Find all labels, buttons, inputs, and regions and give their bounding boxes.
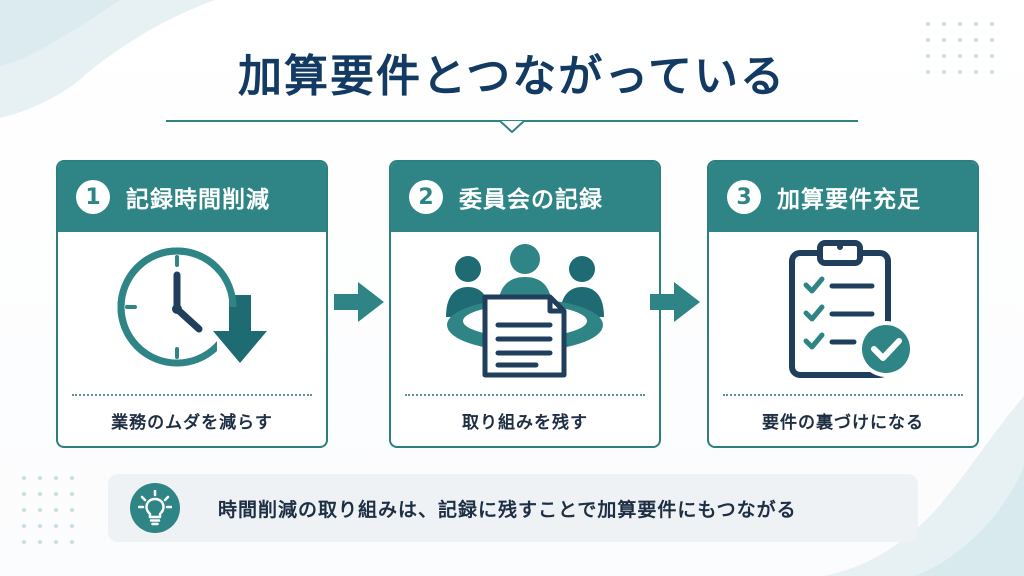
step-card-header: 3 加算要件充足 (709, 162, 977, 232)
step-caption: 業務のムダを減らす (111, 413, 273, 433)
step-card-header: 2 委員会の記録 (391, 162, 659, 232)
card-divider (723, 394, 963, 396)
card-divider (405, 394, 645, 396)
card-divider (72, 394, 312, 396)
title-pointer (500, 121, 524, 133)
top-right-dot-pattern (926, 22, 994, 74)
step-caption: 要件の裏づけになる (762, 413, 924, 433)
step-title: 加算要件充足 (777, 187, 921, 213)
page-title: 加算要件とつながっている (237, 51, 787, 102)
step-card-3: 3 加算要件充足 (707, 160, 979, 448)
step-card-1: 1 記録時間削減 業務のムダを減らす (56, 160, 328, 448)
step-title: 記録時間削減 (126, 187, 270, 213)
step-number-badge: 2 (409, 180, 443, 214)
clipboard-check-icon (709, 234, 977, 384)
step-caption: 取り組みを残す (462, 413, 588, 433)
step-card-2: 2 委員会の記録 (389, 160, 661, 448)
step-number-badge: 1 (76, 180, 110, 214)
step-title: 委員会の記録 (459, 187, 603, 213)
step-number-badge: 3 (727, 180, 761, 214)
meeting-document-icon (391, 234, 659, 384)
summary-bar: 時間削減の取り組みは、記録に残すことで加算要件にもつながる (108, 474, 918, 542)
bottom-left-dot-pattern (22, 476, 74, 544)
arrow-right-icon (650, 282, 700, 322)
lightbulb-icon (130, 483, 180, 533)
arrow-right-icon (334, 282, 384, 322)
step-card-header: 1 記録時間削減 (58, 162, 326, 232)
clock-down-icon (58, 234, 326, 384)
summary-text: 時間削減の取り組みは、記録に残すことで加算要件にもつながる (218, 498, 797, 521)
